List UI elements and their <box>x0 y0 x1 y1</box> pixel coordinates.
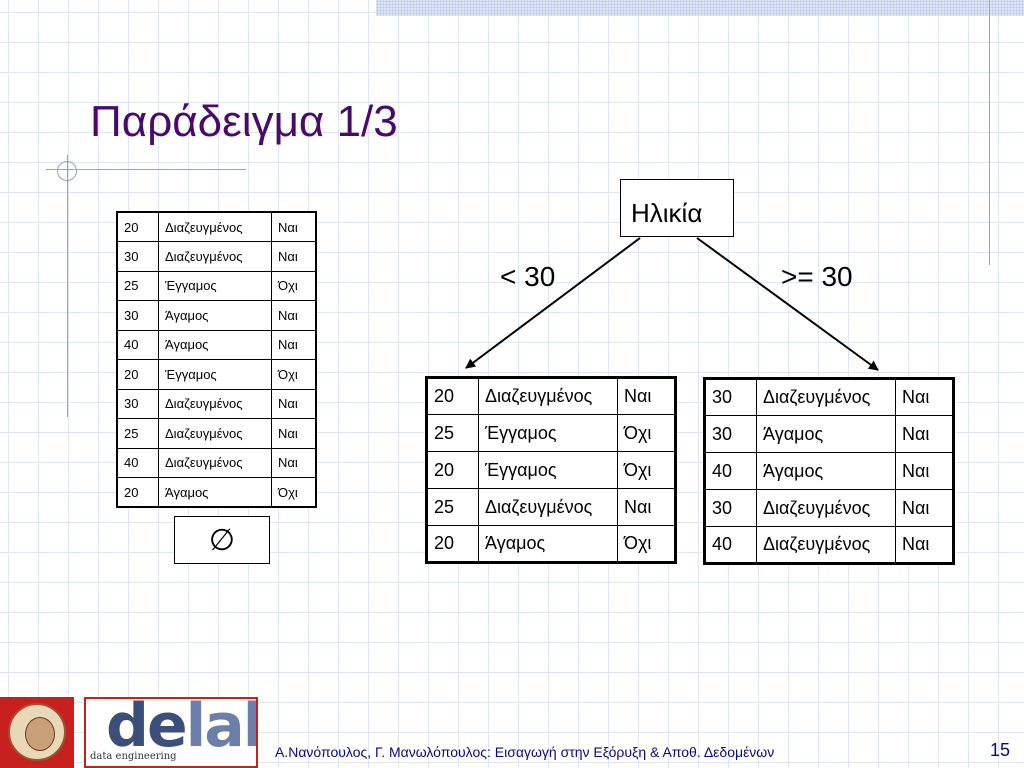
class-cell: Ναι <box>895 452 954 490</box>
empty-set-box: ∅ <box>174 516 270 564</box>
class-cell: Όχι <box>271 359 317 390</box>
top-decor-bar <box>376 0 1024 16</box>
delab-subtitle: data engineering <box>90 751 177 762</box>
age-cell: 25 <box>426 414 479 452</box>
class-cell: Ναι <box>271 329 317 360</box>
tree-root-node: Ηλικία <box>620 179 734 237</box>
age-cell: 30 <box>704 489 757 527</box>
marital-status-cell: Διαζευγμένος <box>756 526 896 564</box>
age-cell: 30 <box>116 300 159 331</box>
marital-status-cell: Διαζευγμένος <box>756 378 896 416</box>
right-branch-label: >= 30 <box>781 261 853 292</box>
right-accent-line <box>989 0 990 265</box>
class-cell: Ναι <box>895 378 954 416</box>
marital-status-cell: Διαζευγμένος <box>158 447 272 478</box>
marital-status-cell: Άγαμος <box>478 525 618 563</box>
age-cell: 30 <box>116 388 159 419</box>
class-cell: Όχι <box>617 414 676 452</box>
age-cell: 40 <box>704 452 757 490</box>
marital-status-cell: Έγγαμος <box>158 359 272 390</box>
marital-status-cell: Διαζευγμένος <box>478 488 618 526</box>
marital-status-cell: Έγγαμος <box>478 451 618 489</box>
page-number: 15 <box>990 740 1011 760</box>
age-cell: 25 <box>116 270 159 301</box>
class-cell: Ναι <box>271 418 317 449</box>
left-accent-line <box>67 155 68 417</box>
marital-status-cell: Διαζευγμένος <box>158 418 272 449</box>
delab-wordmark: delab <box>106 697 256 761</box>
age-cell: 20 <box>426 451 479 489</box>
age-cell: 20 <box>116 477 159 508</box>
class-cell: Ναι <box>617 377 676 415</box>
class-cell: Ναι <box>895 526 954 564</box>
marital-status-cell: Διαζευγμένος <box>158 388 272 419</box>
marital-status-cell: Έγγαμος <box>158 270 272 301</box>
age-cell: 20 <box>426 377 479 415</box>
marital-status-cell: Διαζευγμένος <box>756 489 896 527</box>
left-edge <box>465 237 641 369</box>
class-cell: Ναι <box>895 415 954 453</box>
university-seal-icon <box>8 703 66 761</box>
delab-logo: delab data engineering <box>84 697 258 768</box>
marital-status-cell: Έγγαμος <box>478 414 618 452</box>
seal-face <box>25 717 55 751</box>
age-cell: 30 <box>116 241 159 272</box>
class-cell: Ναι <box>617 488 676 526</box>
class-cell: Ναι <box>895 489 954 527</box>
marital-status-cell: Διαζευγμένος <box>478 377 618 415</box>
age-cell: 25 <box>426 488 479 526</box>
left-branch-label: < 30 <box>500 261 556 292</box>
right-edge <box>696 237 879 371</box>
university-seal-logo <box>0 697 74 768</box>
class-cell: Ναι <box>271 388 317 419</box>
empty-set-symbol: ∅ <box>208 523 236 557</box>
class-cell: Όχι <box>271 477 317 508</box>
marital-status-cell: Άγαμος <box>158 477 272 508</box>
marital-status-cell: Άγαμος <box>756 415 896 453</box>
title-underline <box>46 169 246 170</box>
age-cell: 20 <box>116 359 159 390</box>
footer-credits: Α.Νανόπουλος, Γ. Μανωλόπουλος: Εισαγωγή … <box>275 744 775 760</box>
slide-title: Παράδειγμα 1/3 <box>90 97 398 146</box>
age-cell: 40 <box>704 526 757 564</box>
root-label: Ηλικία <box>631 198 703 228</box>
marital-status-cell: Άγαμος <box>756 452 896 490</box>
accent-circle <box>57 161 77 181</box>
age-cell: 30 <box>704 378 757 416</box>
class-cell: Όχι <box>617 525 676 563</box>
class-cell: Όχι <box>617 451 676 489</box>
age-cell: 20 <box>426 525 479 563</box>
age-cell: 30 <box>704 415 757 453</box>
age-cell: 25 <box>116 418 159 449</box>
